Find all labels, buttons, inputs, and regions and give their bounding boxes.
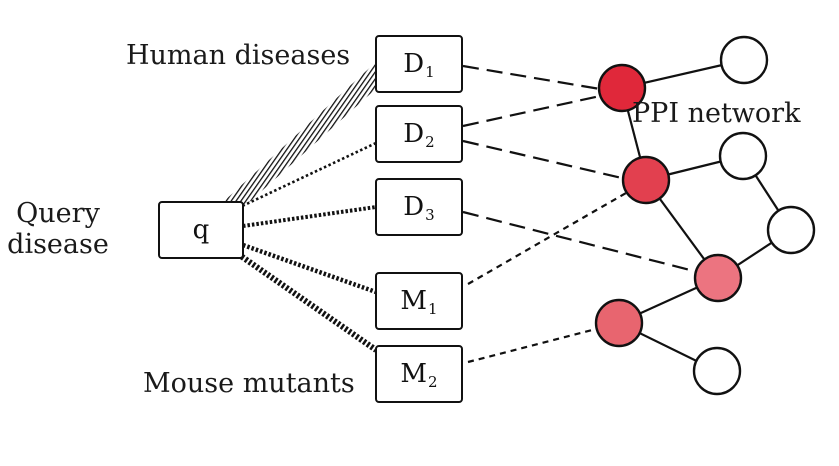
edge-q-d3-dotted bbox=[242, 205, 377, 228]
query-label-line2: disease bbox=[7, 229, 109, 261]
edge-q-d1-hatched bbox=[222, 62, 388, 214]
ppi-node-g4 bbox=[594, 298, 644, 348]
phenotype-node-subscript: 2 bbox=[425, 133, 435, 151]
query-node: q bbox=[158, 201, 244, 259]
phenotype-node-letter: D bbox=[403, 119, 425, 149]
ppi-node-g2 bbox=[621, 155, 671, 205]
phenotype-node-subscript: 1 bbox=[428, 300, 438, 318]
edge-m1-g2-dotted bbox=[467, 192, 627, 285]
phenotype-node-subscript: 3 bbox=[425, 206, 435, 224]
edge-m2-g4-dotted bbox=[467, 327, 597, 364]
edge-q-m2-dotted bbox=[236, 251, 378, 353]
phenotype-node-letter: M bbox=[400, 359, 428, 389]
mouse-mutants-label: Mouse mutants bbox=[143, 368, 355, 399]
ppi-node-w4 bbox=[692, 346, 742, 396]
phenotype-node-letter: M bbox=[400, 286, 428, 316]
query-node-label: q bbox=[192, 215, 210, 245]
ppi-node-g1 bbox=[597, 63, 647, 113]
phenotype-node-letter: D bbox=[403, 49, 425, 79]
query-disease-label: Query disease bbox=[6, 198, 110, 260]
edge-d1-g1-dashed bbox=[462, 64, 601, 91]
edge-q-d2-dotted bbox=[237, 141, 377, 210]
ppi-network-label: PPI network bbox=[632, 98, 801, 129]
phenotype-node-subscript: 2 bbox=[428, 373, 438, 391]
phenotype-node-letter: D bbox=[403, 192, 425, 222]
query-label-line1: Query bbox=[16, 198, 100, 229]
edge-q-m1-dotted bbox=[242, 242, 377, 295]
human-diseases-label: Human diseases bbox=[126, 40, 351, 71]
edge-d2-g1-dashed bbox=[462, 94, 601, 128]
edge-d3-g3-dashed bbox=[462, 210, 695, 273]
ppi-node-g3 bbox=[693, 253, 743, 303]
ppi-node-w3 bbox=[766, 205, 816, 255]
phenotype-node-subscript: 1 bbox=[425, 63, 435, 81]
ppi-node-w1 bbox=[719, 35, 769, 85]
ppi-node-w2 bbox=[718, 131, 768, 181]
edge-d2-g2-dashed bbox=[462, 139, 623, 180]
